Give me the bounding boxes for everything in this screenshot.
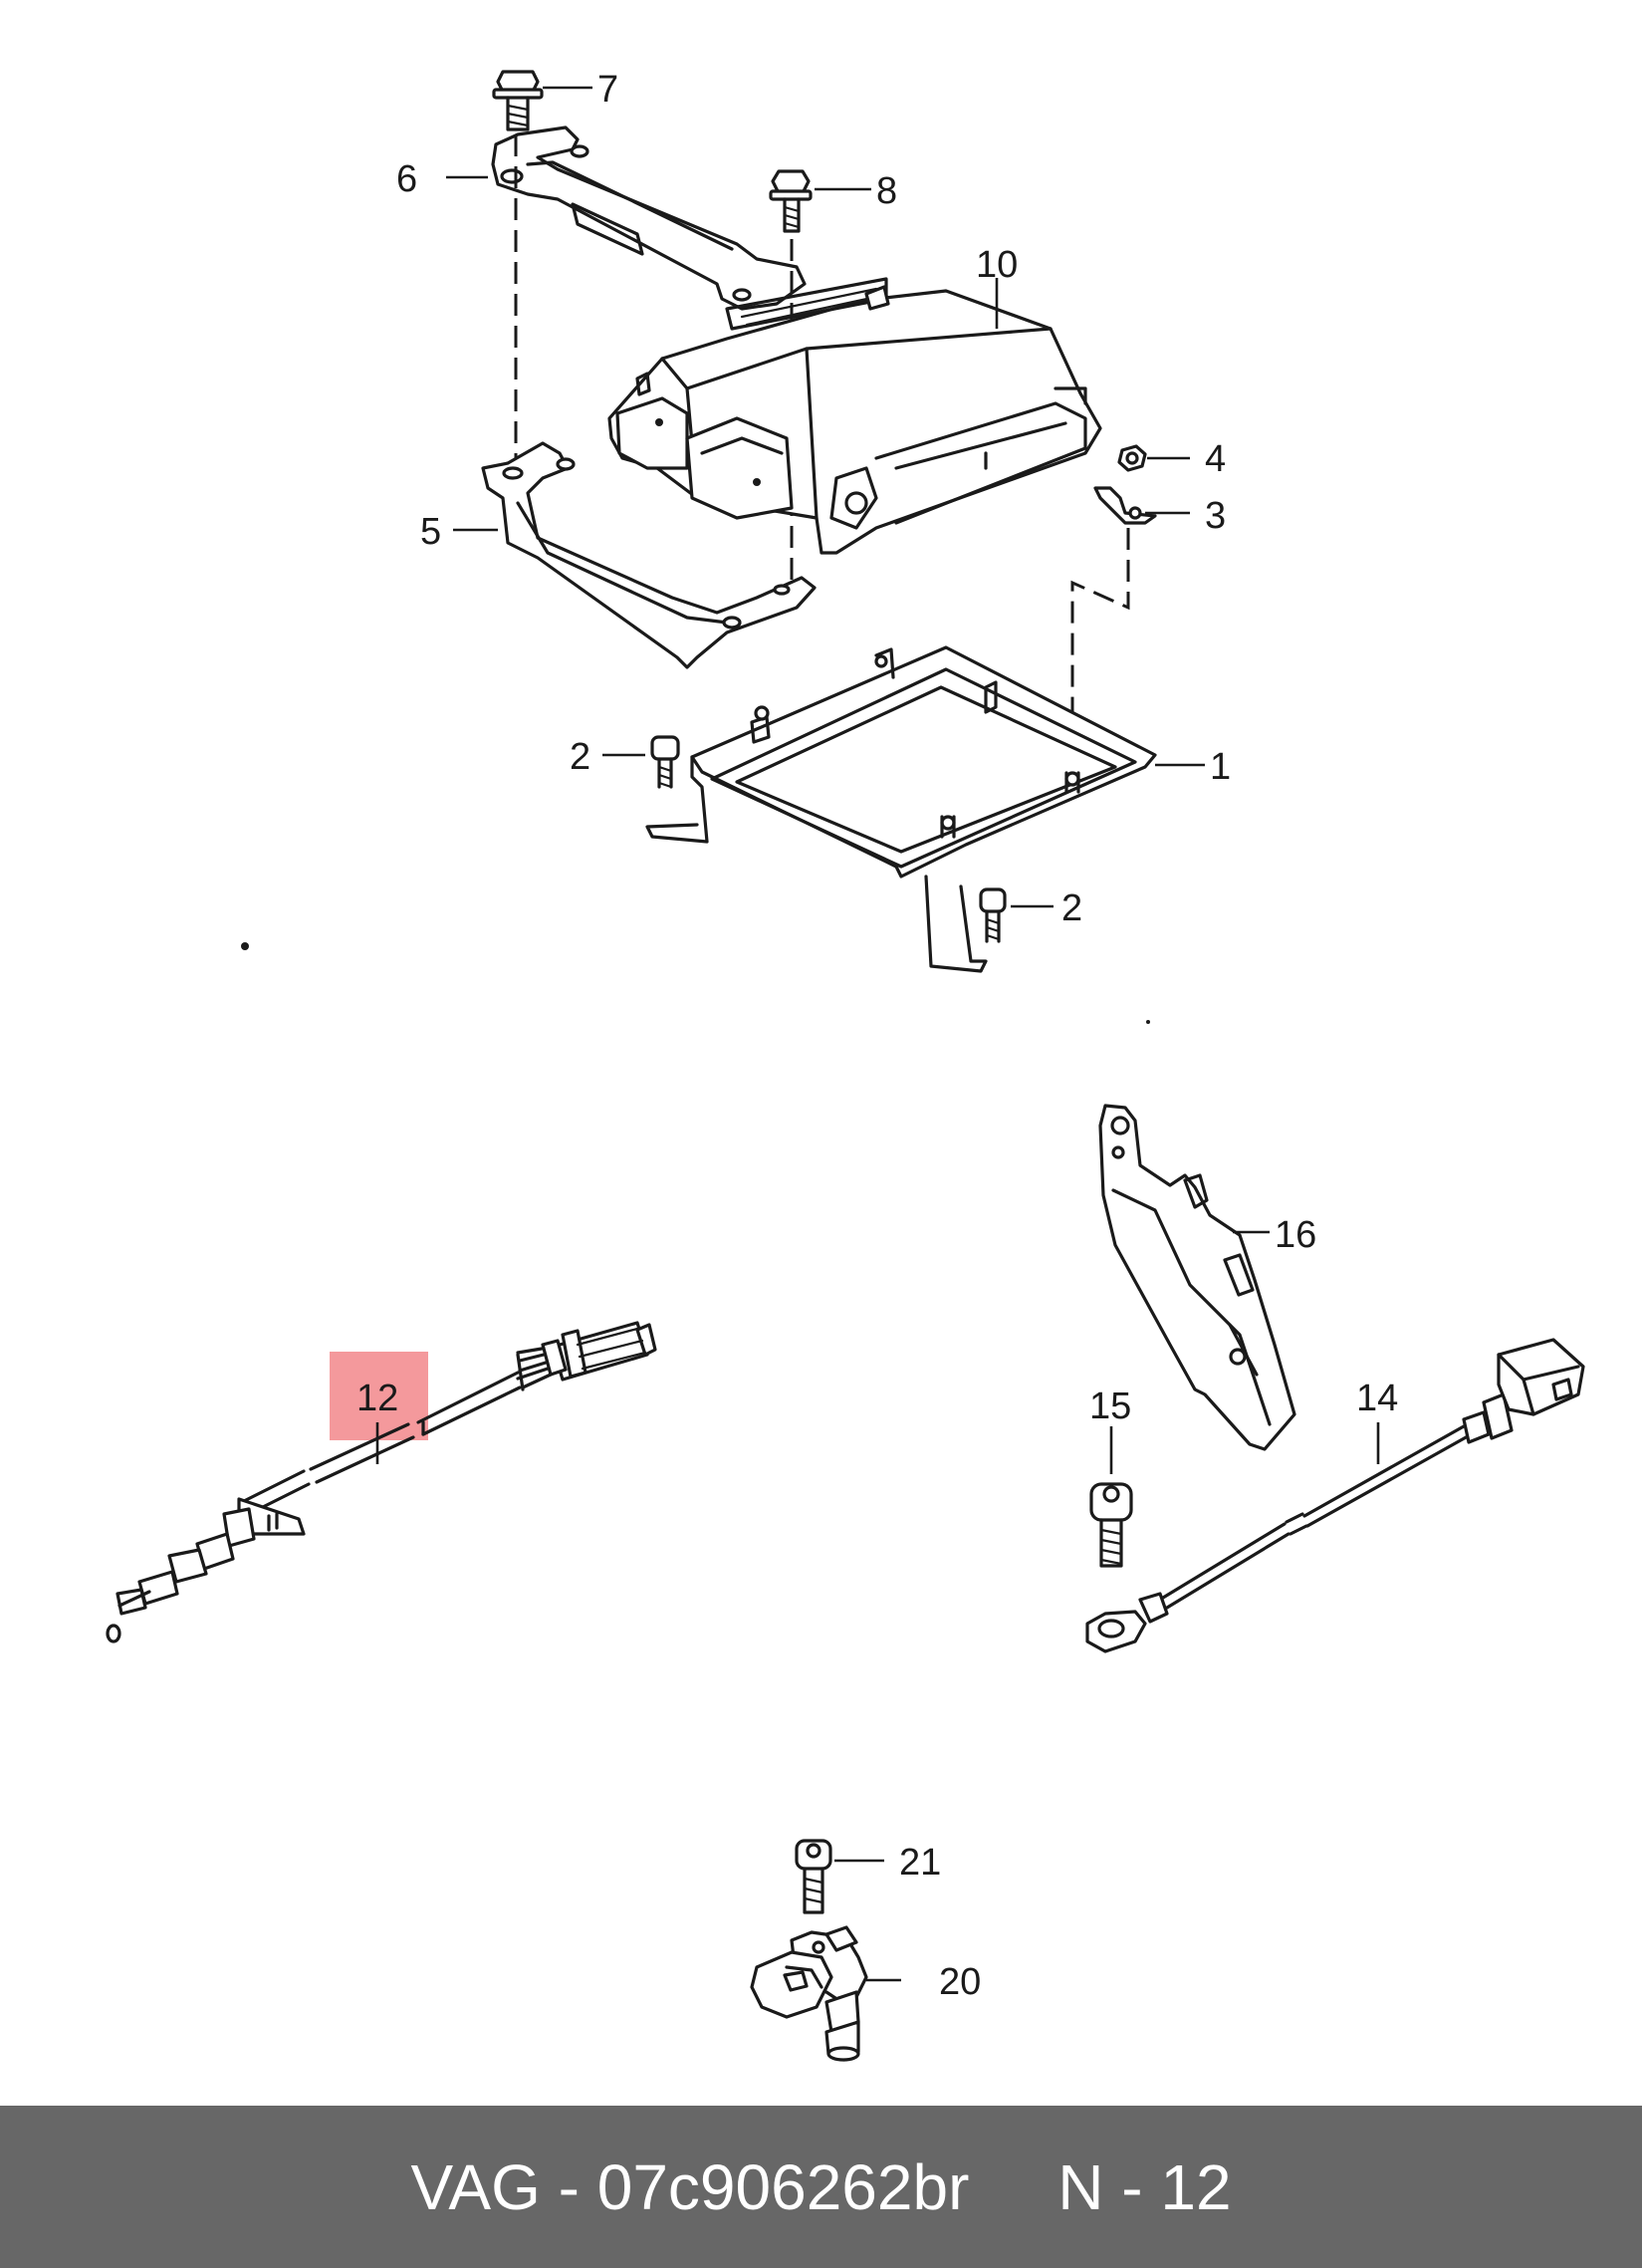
part-1-tray	[645, 645, 1157, 973]
part-2-bolt-a	[650, 735, 680, 789]
callout-4: 4	[1205, 438, 1226, 480]
callout-2-left: 2	[570, 736, 590, 778]
callout-3: 3	[1205, 495, 1226, 537]
callout-20: 20	[939, 1961, 981, 2003]
part-4-nut	[1117, 444, 1147, 472]
highlighted-callout-box	[330, 1352, 428, 1440]
footer-part-number: 07c906262br	[596, 2150, 970, 2223]
footer-separator: -	[540, 2150, 597, 2223]
callout-21: 21	[899, 1842, 941, 1884]
part-15-bolt	[1089, 1482, 1133, 1568]
footer-position-label: N - 12	[1057, 2150, 1232, 2223]
footer-gap	[969, 2150, 1057, 2224]
part-7-bolt	[492, 70, 544, 131]
part-12-oxygen-sensor	[106, 1321, 657, 1643]
callout-14: 14	[1356, 1378, 1398, 1419]
callout-1: 1	[1210, 746, 1231, 788]
alignment-line-3-1	[1070, 528, 1130, 782]
callout-7: 7	[597, 69, 618, 111]
callout-10: 10	[976, 244, 1018, 286]
footer-brand: VAG	[410, 2150, 541, 2223]
callout-2-right: 2	[1061, 887, 1082, 929]
part-16-bracket	[1098, 1104, 1296, 1451]
callout-5: 5	[420, 511, 441, 553]
parts-diagram: 7 6 8 10 4 3 5 2 1 2 16 12 15 14 21 20	[106, 69, 1585, 2062]
callout-15: 15	[1089, 1386, 1131, 1427]
callout-8: 8	[876, 170, 897, 212]
callout-12: 12	[356, 1378, 398, 1419]
part-14-knock-sensor	[1085, 1338, 1585, 1653]
part-8-bolt	[769, 169, 813, 233]
part-21-bolt	[795, 1839, 832, 1914]
part-5-lower-bracket	[481, 441, 817, 669]
part-2-bolt-b	[979, 887, 1007, 943]
part-3-clip	[1093, 486, 1157, 525]
part-10-ecu	[607, 277, 1102, 555]
part-20-sensor	[750, 1925, 868, 2062]
callout-16: 16	[1275, 1214, 1316, 1256]
callout-6: 6	[396, 158, 417, 200]
footer-caption: VAG - 07c906262br N - 12	[0, 2106, 1642, 2268]
footer-bar	[0, 2106, 1642, 2268]
part-6-upper-bracket	[491, 126, 807, 311]
